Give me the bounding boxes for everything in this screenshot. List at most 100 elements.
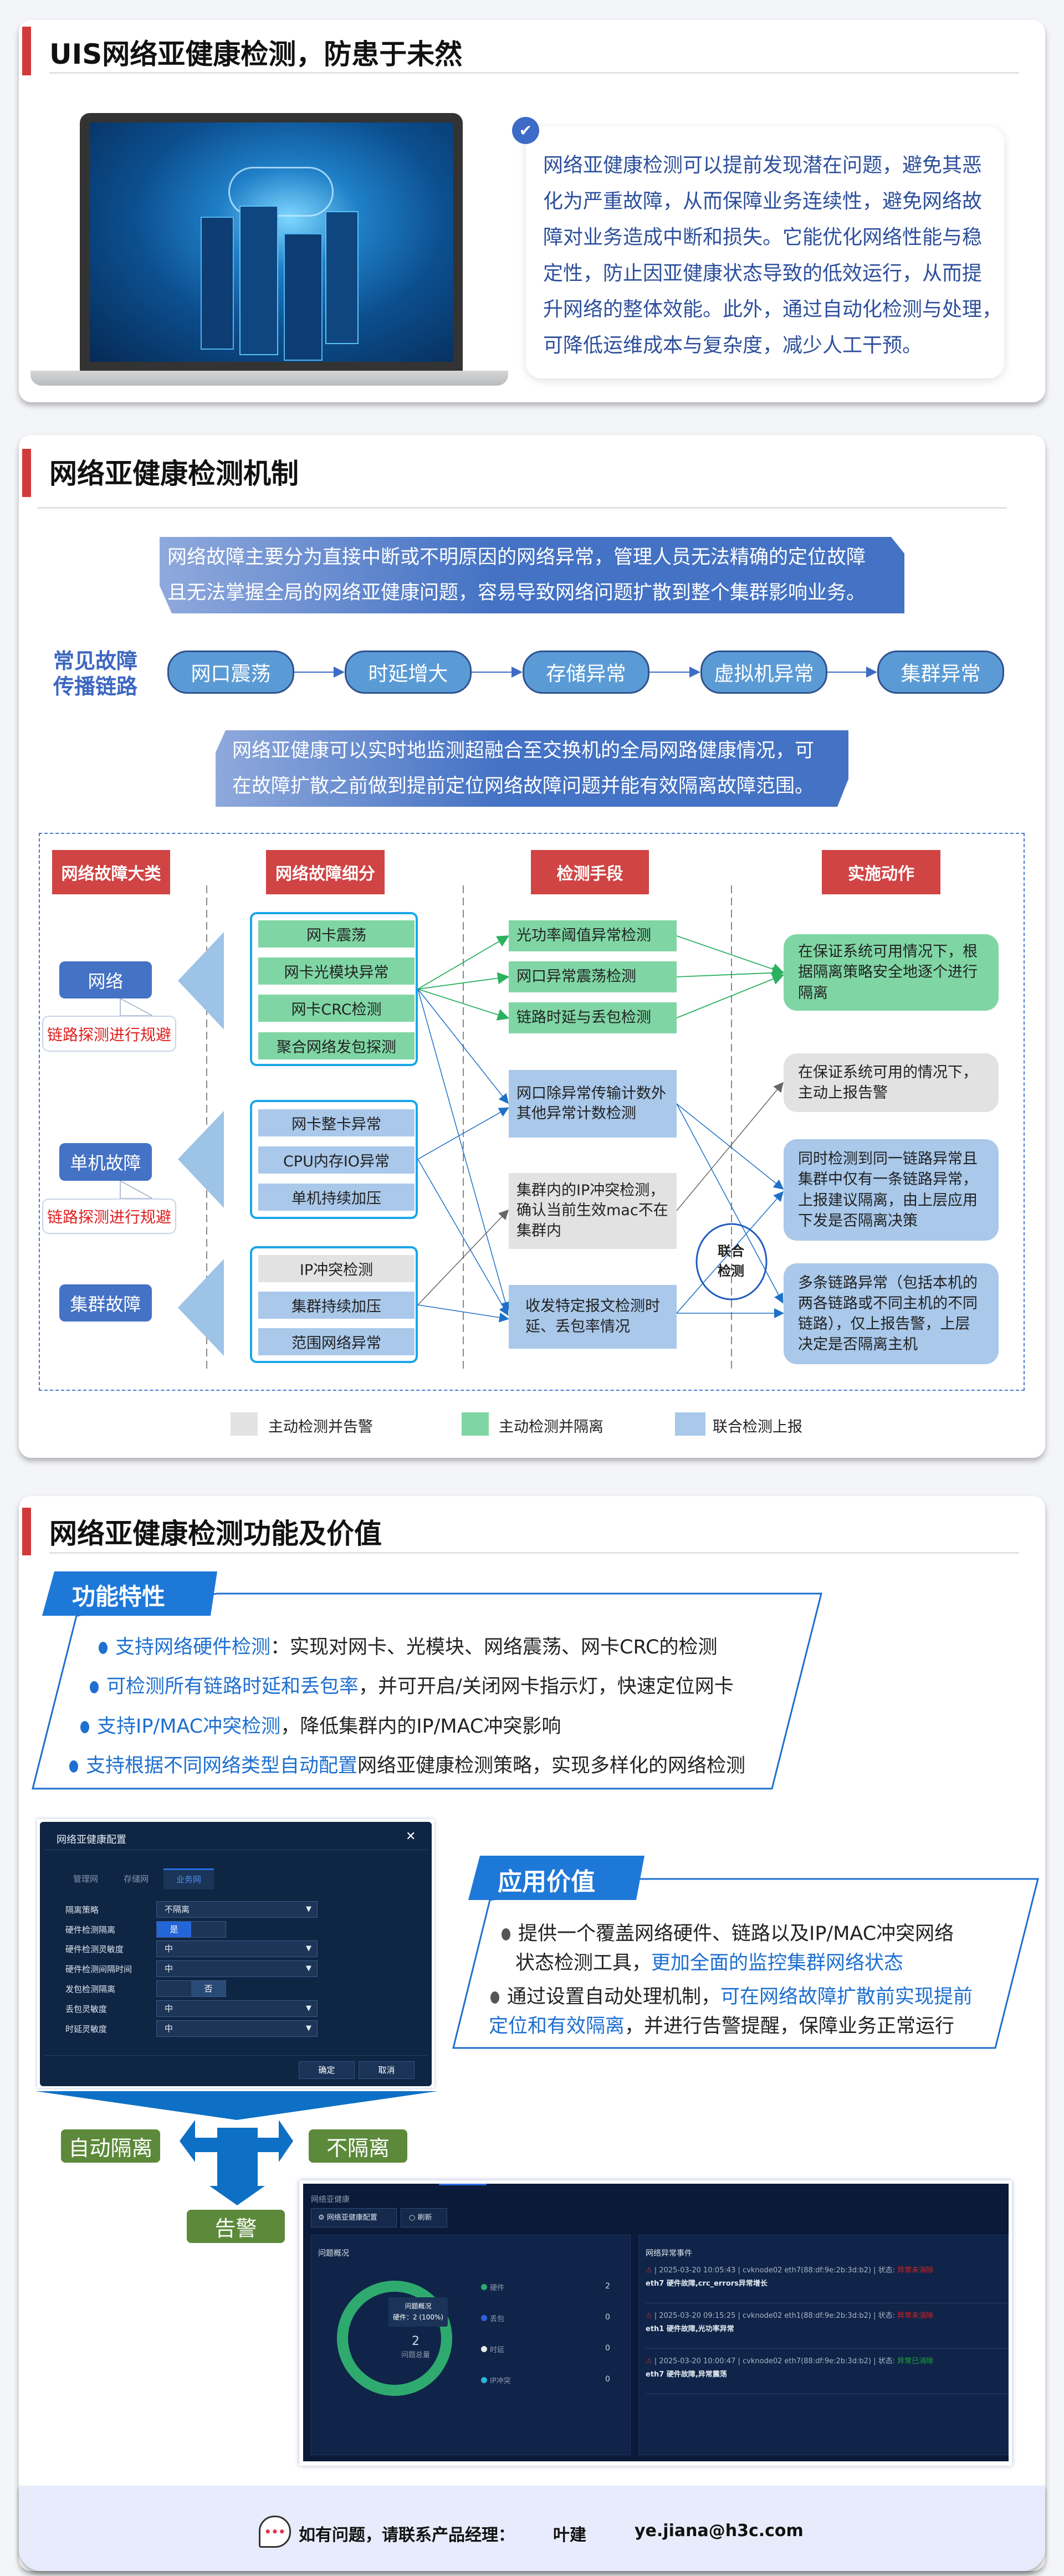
feature-highlight: 支持IP/MAC冲突检测 [97,1715,281,1738]
detection-method: 集群内的IP冲突检测，确认当前生效mac不在集群内 [509,1173,677,1249]
panel-frames [32,1571,1039,2049]
tooltip-value: 硬件：2 (100%) [392,2313,444,2321]
status-label: 状态: [878,2266,895,2275]
close-icon[interactable]: ✕ [406,1830,416,1843]
total-count: 2 [412,2334,420,2348]
event-row[interactable]: ⚠ | 2025-03-20 10:00:47 | cvknode02 eth7… [646,2357,934,2365]
packet-isolation-toggle[interactable]: 否 [156,1980,226,1997]
chart-tooltip: 问题概况 硬件：2 (100%) [388,2297,448,2327]
event-row[interactable]: ⚠ | 2025-03-20 10:05:43 | cvknode02 eth7… [646,2266,934,2275]
check-icon: ✔ [512,117,539,144]
detection-method: 链路时延与丢包检测 [509,1002,677,1033]
divider [37,507,1007,509]
no-isolate-label: 不隔离 [309,2129,407,2163]
select-value: 中 [165,1964,173,1974]
legend-name: 丢包 [490,2315,505,2323]
contact-footer [19,2486,1045,2571]
tooltip-title: 问题概况 [405,2302,432,2310]
legend-dot [481,2346,487,2352]
bracket-triangles [178,932,224,1356]
header-detection: 检测手段 [531,850,649,894]
hardware-interval-select[interactable]: 中▼ [156,1960,318,1977]
contact-email[interactable]: ye.jiana@h3c.com [635,2521,804,2541]
section-title: 网络亚健康检测功能及价值 [49,1518,382,1550]
feature-item: 可检测所有链路时延和丢包率，并可开启/关闭网卡指示灯，快速定位网卡 [90,1671,734,1699]
flow-arrows [35,2091,438,2205]
event-time: 2025-03-20 09:15:25 [659,2312,736,2320]
field-label: 硬件检测隔离 [65,1925,116,1935]
event-status: 异常已消除 [897,2357,934,2365]
monitor-callout: 网络亚健康可以实时地监测超融合至交换机的全局网路健康情况，可 在故障扩散之前做到… [216,730,848,807]
event-status: 异常未消除 [897,2312,934,2320]
chain-node: 存储异常 [523,651,649,694]
issue-donut-chart [337,2281,452,2396]
event-description: eth7 硬件故障,crc_errors异常增长 [646,2280,768,2288]
legend-swatch-blue [675,1412,705,1436]
legend-label: 主动检测并隔离 [499,1418,603,1436]
feature-item: 支持网络硬件检测：实现对网卡、光模块、网络震荡、网卡CRC的检测 [99,1631,717,1660]
bullet-icon [90,1681,99,1693]
tab-business-network[interactable]: 业务网 [163,1868,214,1889]
intro-line: 网络亚健康检测可以提前发现潜在问题，避免其恶 [543,154,983,177]
active-indicator [439,2184,487,2185]
confirm-button[interactable]: 确定 [299,2061,355,2079]
gear-icon: ⚙ [318,2214,327,2222]
isolation-policy-select[interactable]: 不隔离▼ [156,1901,318,1918]
action-item: 同时检测到同一链路异常且集群中仅有一条链路异常，上报建议隔离，由上层应用下发是否… [784,1139,999,1241]
latency-sensitivity-select[interactable]: 中▼ [156,2020,318,2037]
bullet-icon [502,1928,510,1940]
refresh-button[interactable]: ○ 刷新 [401,2208,447,2227]
chain-arrows [294,667,877,678]
intro-line: 升网络的整体效能。此外，通过自动化检测与处理， [543,298,1002,321]
section-title: 网络亚健康检测机制 [49,458,299,490]
chain-node: 网口震荡 [167,651,294,694]
field-label: 时延灵敏度 [65,2024,108,2034]
warning-icon: ⚠ [646,2266,652,2275]
hardware-sensitivity-select[interactable]: 中▼ [156,1940,318,1957]
category-cluster: 集群故障 [59,1284,152,1322]
chain-label: 常见故障 传播链路 [53,648,137,699]
hardware-isolation-toggle[interactable]: 是 [156,1921,226,1938]
status-label: 状态: [878,2357,895,2365]
event-row[interactable]: ⚠ | 2025-03-20 09:15:25 | cvknode02 eth1… [646,2312,934,2320]
page-title: 网络亚健康 [311,2195,350,2204]
legend-dot [481,2284,487,2290]
feature-item: 支持IP/MAC冲突检测，降低集群内的IP/MAC冲突影响 [80,1710,561,1739]
action-item: 在保证系统可用情况下，根据隔离策略安全地逐个进行隔离 [784,934,999,1011]
header-action: 实施动作 [822,850,940,894]
select-value: 中 [165,2024,173,2034]
warning-icon: ⚠ [646,2357,652,2365]
header-category: 网络故障大类 [52,850,170,894]
header-subdivision: 网络故障细分 [266,850,385,894]
intro-line: 定性，防止因亚健康状态导致的低效运行，从而提 [543,262,983,285]
tab-storage-network[interactable]: 存储网 [124,1874,149,1884]
dialog-title: 网络亚健康配置 [57,1834,126,1846]
title-accent [22,1508,31,1555]
chevron-down-icon: ▼ [306,1944,311,1953]
bullet-icon [69,1760,78,1773]
panel-title: 网络异常事件 [646,2249,692,2258]
packet-loss-sensitivity-select[interactable]: 中▼ [156,2000,318,2017]
network-fault-group: 网卡震荡 网卡光模块异常 网卡CRC检测 聚合网络发包探测 [250,912,418,1066]
value-title: 应用价值 [498,1868,595,1896]
total-label: 问题总量 [401,2351,430,2359]
down-funnel-arrow [35,2091,438,2120]
events-panel: 网络异常事件 ⚠ | 2025-03-20 10:05:43 | cvknode… [638,2235,1009,2455]
intro-text-card [526,126,1004,378]
split-arrow [180,2120,293,2205]
callout-line: 网络亚健康可以实时地监测超融合至交换机的全局网路健康情况，可 [232,740,815,762]
legend-value: 0 [605,2375,610,2384]
toggle-off: 否 [191,1981,226,1996]
joint-detection-circle [695,1223,768,1300]
intro-line: 可降低运维成本与复杂度，减少人工干预。 [543,334,923,357]
action-item: 多条链路异常（包括本机的两各链路或不同主机的不同链路），仅上报告警，上层决定是否… [784,1263,999,1364]
health-config-button[interactable]: ⚙ 网络亚健康配置 [311,2208,397,2227]
cancel-button[interactable]: 取消 [359,2061,415,2079]
title-accent [22,449,31,497]
fault-item: 网卡光模块异常 [258,957,415,985]
value-highlight: 定位和有效隔离 [489,2015,625,2037]
chat-bubble-icon: ••• [259,2516,291,2548]
chevron-down-icon: ▼ [306,1964,311,1973]
avoid-note: 链路探测进行规避 [42,1016,176,1052]
tab-management-network[interactable]: 管理网 [73,1874,99,1884]
